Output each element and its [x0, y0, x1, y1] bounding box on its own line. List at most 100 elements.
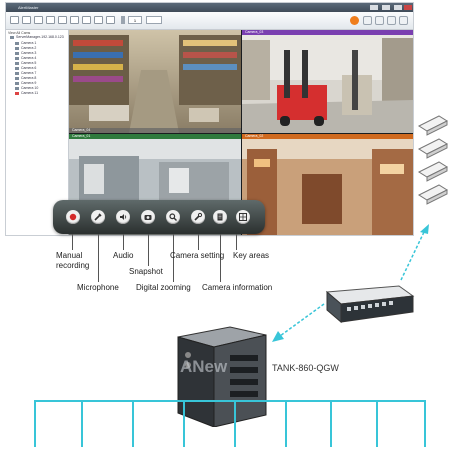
export-button[interactable] [387, 16, 396, 25]
camera-view[interactable]: Camera_02 [242, 134, 413, 235]
camera-label-bar [242, 30, 413, 35]
camera-icon [15, 71, 19, 75]
camera-view[interactable]: Camera_03 [242, 30, 413, 133]
label-digital-zooming: Digital zooming [136, 283, 191, 292]
bus-branch-line [234, 400, 236, 447]
prev-page-icon[interactable] [121, 16, 125, 24]
camera-icon [15, 41, 19, 45]
tree-item-camera[interactable]: Camera 3 [15, 51, 36, 55]
camera-information-button[interactable] [213, 210, 227, 224]
settings-button[interactable] [363, 16, 372, 25]
camera-icon [15, 51, 19, 55]
camera-label: Camera_03 [245, 30, 264, 34]
label-audio: Audio [113, 251, 134, 260]
camera-label: Camera_04 [72, 128, 91, 132]
toolbar: 1 [6, 12, 413, 30]
window-controls[interactable] [368, 5, 412, 10]
layout-5x5-button[interactable] [58, 16, 67, 24]
server-icon [10, 35, 14, 39]
camera-label-bar [69, 128, 241, 133]
page-select[interactable] [146, 16, 162, 24]
bus-branch-line [285, 400, 287, 447]
leader-line [72, 234, 73, 250]
tree-item-camera[interactable]: Camera 5 [15, 61, 36, 65]
wrench-icon [194, 212, 203, 221]
camera-icon [15, 81, 19, 85]
camera-view[interactable]: Camera_04 [69, 30, 241, 133]
ip-cameras-group [417, 115, 449, 205]
ip-camera-icon [417, 184, 449, 205]
tree-item-server[interactable]: ServerManager-192.168.0.123 [10, 35, 64, 39]
camera-icon [15, 66, 19, 70]
camera-icon [15, 76, 19, 80]
layout-4x4-button[interactable] [46, 16, 55, 24]
ip-camera-icon [417, 161, 449, 182]
network-bus-line [34, 400, 426, 449]
manual-recording-icon [69, 213, 77, 221]
label-camera-information: Camera information [202, 283, 273, 292]
layout-wide-button[interactable] [94, 16, 103, 24]
tree-item-camera[interactable]: Camera 2 [15, 46, 36, 50]
bus-branch-line [81, 400, 83, 447]
bus-branch-line [376, 400, 378, 447]
tree-item-camera[interactable]: Camera 7 [15, 71, 36, 75]
warehouse-feed-image [69, 30, 241, 133]
tree-item-camera[interactable]: Camera 4 [15, 56, 36, 60]
tree-item-camera[interactable]: Camera 11 [15, 91, 38, 95]
leader-line [148, 234, 149, 266]
manual-recording-button[interactable] [66, 210, 80, 224]
window-title: AlertMaster [18, 5, 39, 10]
snapshot-button[interactable] [141, 210, 155, 224]
playback-button[interactable] [375, 16, 384, 25]
leader-line [236, 234, 237, 250]
bus-branch-line [183, 400, 185, 447]
microphone-icon [94, 213, 102, 221]
microphone-button[interactable] [91, 210, 105, 224]
tank-860-device [177, 326, 267, 427]
page-number-field[interactable]: 1 [128, 16, 142, 24]
device-name: TANK-860-QGW [272, 363, 339, 373]
camera-icon [144, 215, 152, 220]
key-areas-icon [239, 213, 247, 221]
layout-3x3-button[interactable] [34, 16, 43, 24]
label-snapshot: Snapshot [129, 267, 163, 276]
alert-icon[interactable] [350, 16, 359, 25]
audio-button[interactable] [116, 210, 130, 224]
layout-2x2-button[interactable] [22, 16, 31, 24]
leader-line [98, 234, 99, 282]
zoom-icon [169, 213, 177, 221]
camera-icon [15, 86, 19, 90]
arrow-switch-to-tank [272, 303, 325, 342]
layout-6x6-button[interactable] [70, 16, 79, 24]
layout-1x1-button[interactable] [10, 16, 19, 24]
label-microphone: Microphone [77, 283, 119, 292]
bus-branch-line [424, 400, 426, 447]
leader-line [123, 234, 124, 250]
tree-item-camera[interactable]: Camera 1 [15, 41, 36, 45]
label-key-areas: Key areas [233, 251, 270, 260]
ip-camera-icon [417, 138, 449, 159]
forklift-feed-image [242, 30, 413, 133]
digital-zoom-button[interactable] [166, 210, 180, 224]
camera-icon [15, 61, 19, 65]
camera-label-bar [69, 134, 241, 139]
camera-label: Camera_01 [72, 134, 91, 138]
layout-custom-button[interactable] [82, 16, 91, 24]
camera-control-bar [53, 200, 265, 234]
tree-item-camera[interactable]: Camera 8 [15, 76, 36, 80]
ip-camera-icon [417, 115, 449, 136]
key-areas-button[interactable] [236, 210, 250, 224]
tree-item-camera[interactable]: Camera 10 [15, 86, 38, 90]
leader-line [173, 234, 174, 282]
camera-label: Camera_02 [245, 134, 264, 138]
fullscreen-button[interactable] [399, 16, 408, 25]
camera-label-bar [242, 134, 413, 139]
tree-item-camera[interactable]: Camera 6 [15, 66, 36, 70]
speaker-icon [120, 214, 127, 220]
tree-item-camera[interactable]: Camera 9 [15, 81, 36, 85]
layout-split-button[interactable] [106, 16, 115, 24]
info-icon [217, 213, 223, 221]
camera-icon [15, 91, 19, 95]
camera-setting-button[interactable] [191, 210, 205, 224]
watermark-text: ANew [180, 357, 228, 376]
